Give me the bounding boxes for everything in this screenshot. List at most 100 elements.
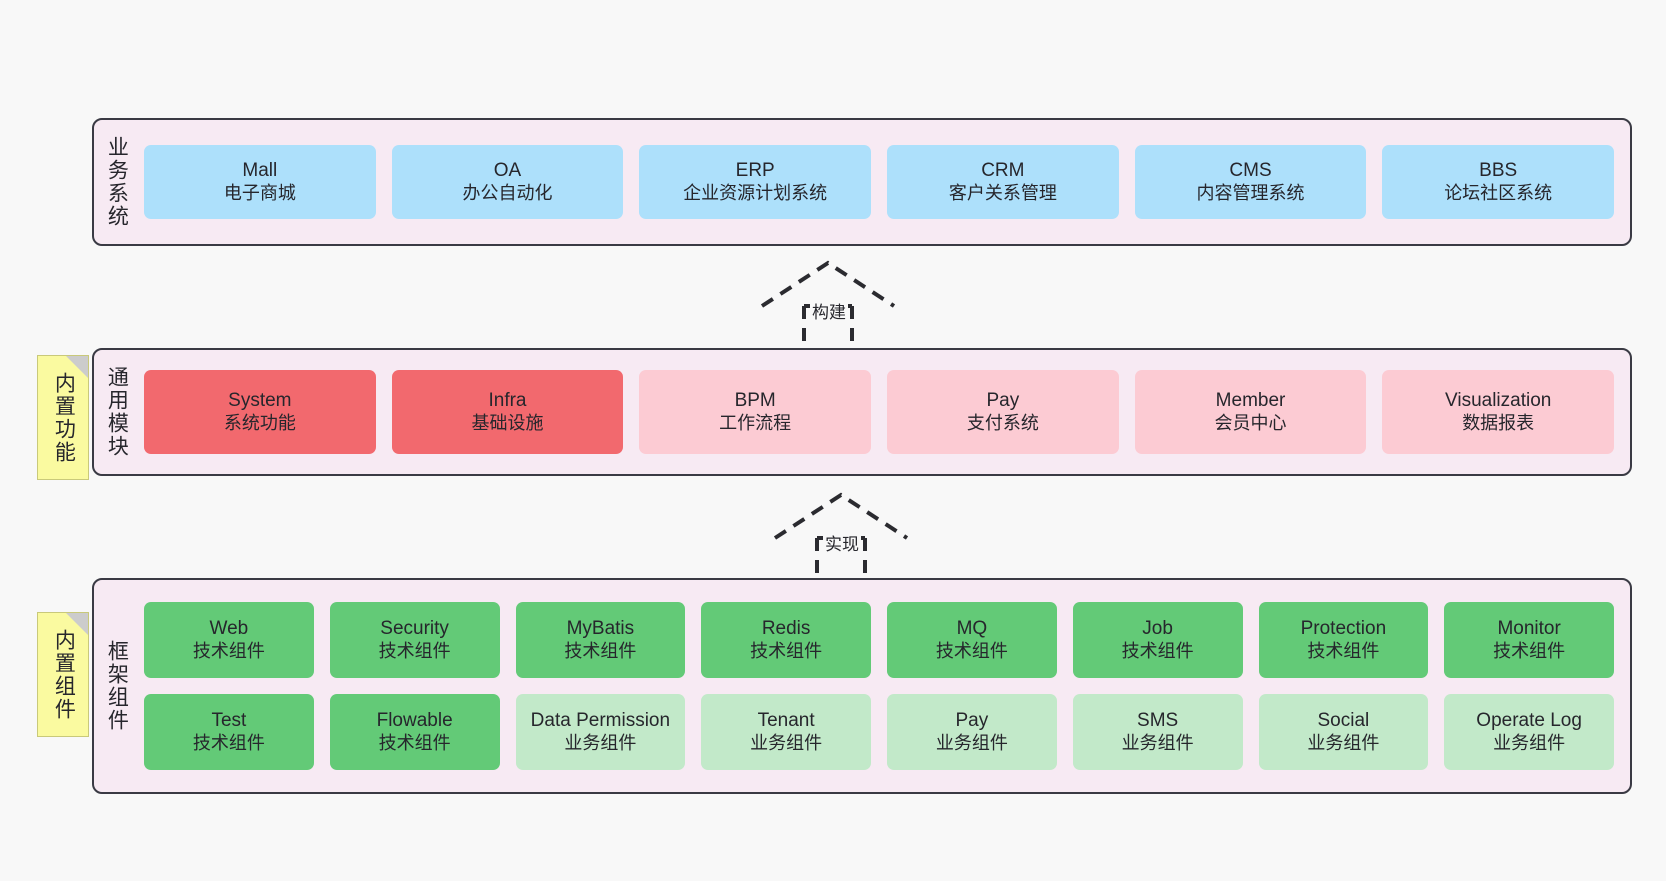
component-card-subtitle: 电子商城 xyxy=(223,182,296,203)
note-builtin-components: 内置组件 xyxy=(37,612,89,737)
component-card-subtitle: 业务组件 xyxy=(1493,732,1566,753)
component-card-subtitle: 办公自动化 xyxy=(462,182,553,203)
note-fold-icon xyxy=(66,613,88,635)
component-card-name: ERP xyxy=(735,160,775,182)
component-card-name: MQ xyxy=(956,618,988,640)
component-card-name: CRM xyxy=(981,160,1025,182)
component-card-name: BBS xyxy=(1479,160,1518,182)
component-card-name: Flowable xyxy=(376,710,453,732)
note-fold-icon xyxy=(66,356,88,378)
component-card-subtitle: 技术组件 xyxy=(192,732,265,753)
component-card-subtitle: 会员中心 xyxy=(1214,412,1287,433)
component-card-subtitle: 技术组件 xyxy=(935,640,1008,661)
component-card-subtitle: 基础设施 xyxy=(471,412,544,433)
component-card-subtitle: 数据报表 xyxy=(1462,412,1535,433)
component-card-name: MyBatis xyxy=(566,618,635,640)
component-card-name: Infra xyxy=(488,390,527,412)
component-card-name: Protection xyxy=(1300,618,1387,640)
component-card-name: BPM xyxy=(734,390,776,412)
connector-build: 构建 xyxy=(757,258,907,350)
component-card-name: Operate Log xyxy=(1476,710,1582,732)
note-builtin-components-label: 内置组件 xyxy=(52,628,76,721)
component-card-name: OA xyxy=(493,160,522,182)
note-builtin-features: 内置功能 xyxy=(37,355,89,480)
component-card-subtitle: 技术组件 xyxy=(378,640,451,661)
connector-stem-dashed xyxy=(802,306,854,348)
layer-title-business-system: 业务系统 xyxy=(105,136,129,228)
component-card-name: Test xyxy=(211,710,247,732)
component-card-subtitle: 技术组件 xyxy=(192,640,265,661)
component-card-subtitle: 技术组件 xyxy=(1307,640,1380,661)
component-card-name: Pay xyxy=(955,710,989,732)
component-card-name: Visualization xyxy=(1445,390,1552,412)
component-card-subtitle: 工作流程 xyxy=(719,412,792,433)
component-card-subtitle: 论坛社区系统 xyxy=(1444,182,1553,203)
component-card-name: Member xyxy=(1215,390,1286,412)
component-card-subtitle: 技术组件 xyxy=(1121,640,1194,661)
arrowhead-hollow-dashed xyxy=(760,260,896,308)
component-card-name: Tenant xyxy=(757,710,815,732)
component-card-subtitle: 技术组件 xyxy=(564,640,637,661)
component-card-subtitle: 企业资源计划系统 xyxy=(683,182,828,203)
component-card-subtitle: 技术组件 xyxy=(1493,640,1566,661)
component-card-name: Web xyxy=(209,618,249,640)
component-card-subtitle: 业务组件 xyxy=(1307,732,1380,753)
component-card-name: Mall xyxy=(242,160,278,182)
component-card-name: SMS xyxy=(1137,710,1179,732)
component-card-subtitle: 技术组件 xyxy=(750,640,823,661)
component-card-subtitle: 业务组件 xyxy=(750,732,823,753)
component-card-subtitle: 系统功能 xyxy=(223,412,296,433)
component-card-name: System xyxy=(228,390,292,412)
component-card-subtitle: 业务组件 xyxy=(935,732,1008,753)
arrowhead-hollow-dashed xyxy=(773,492,909,540)
note-builtin-features-label: 内置功能 xyxy=(52,371,76,464)
component-card-name: Redis xyxy=(761,618,811,640)
component-card-name: Data Permission xyxy=(530,710,671,732)
component-card-subtitle: 业务组件 xyxy=(1121,732,1194,753)
layer-title-framework-component: 框架组件 xyxy=(105,640,129,732)
connector-implement-label: 实现 xyxy=(823,530,861,555)
connector-stem-dashed xyxy=(815,538,867,580)
connector-implement: 实现 xyxy=(770,490,920,582)
component-card-name: Security xyxy=(380,618,449,640)
component-card-subtitle: 业务组件 xyxy=(564,732,637,753)
component-card-name: Monitor xyxy=(1497,618,1561,640)
